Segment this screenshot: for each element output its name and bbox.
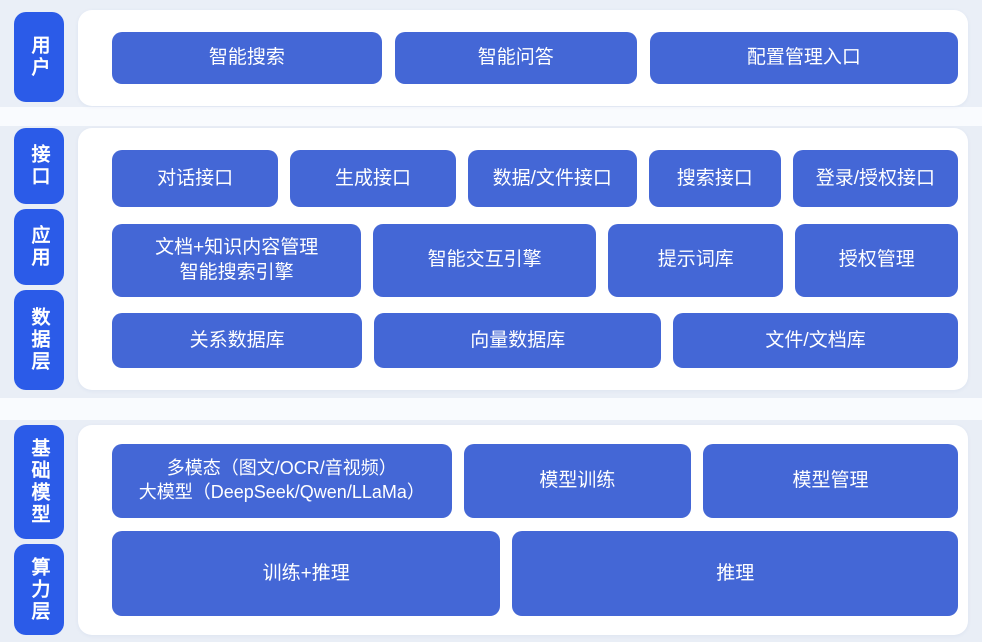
layer-section-middle: 接口 应用 数据层 对话接口 生成接口 数据/文件接口 搜索接口 登录/授权接口…	[0, 128, 982, 390]
block-authorization-management: 授权管理	[795, 223, 959, 297]
user-layer-row: 智能搜索 智能问答 配置管理入口	[112, 32, 958, 84]
block-smart-search: 智能搜索	[112, 32, 382, 84]
block-multimodal-large-model: 多模态（图文/OCR/音视频） 大模型（DeepSeek/Qwen/LLaMa）	[112, 444, 452, 518]
data-layer-row: 关系数据库 向量数据库 文件/文档库	[112, 313, 958, 368]
block-model-management: 模型管理	[703, 444, 958, 518]
compute-layer-row: 训练+推理 推理	[112, 531, 958, 616]
application-layer-row: 文档+知识内容管理 智能搜索引擎 智能交互引擎 提示词库 授权管理	[112, 223, 959, 297]
block-inference: 推理	[512, 531, 958, 616]
block-model-training: 模型训练	[463, 444, 692, 518]
layer-label-rail: 基础模型 算力层	[14, 425, 64, 635]
block-file-document-store: 文件/文档库	[673, 313, 958, 368]
block-config-management-entry: 配置管理入口	[649, 32, 958, 84]
layer-label-rail: 用户	[14, 10, 64, 106]
layer-label-foundation-model: 基础模型	[14, 425, 64, 540]
layer-label-compute: 算力层	[14, 544, 64, 635]
block-dialog-api: 对话接口	[112, 150, 279, 207]
middle-layers-panel: 对话接口 生成接口 数据/文件接口 搜索接口 登录/授权接口 文档+知识内容管理…	[78, 128, 968, 390]
layer-label-application: 应用	[14, 209, 64, 286]
foundation-model-row: 多模态（图文/OCR/音视频） 大模型（DeepSeek/Qwen/LLaMa）…	[112, 444, 958, 518]
layer-label-data: 数据层	[14, 290, 64, 390]
layer-label-rail: 接口 应用 数据层	[14, 128, 64, 390]
block-training-plus-inference: 训练+推理	[112, 531, 501, 616]
layer-label-user: 用户	[14, 12, 64, 102]
block-smart-qa: 智能问答	[394, 32, 637, 84]
interface-layer-row: 对话接口 生成接口 数据/文件接口 搜索接口 登录/授权接口	[112, 150, 959, 207]
layer-section-bottom: 基础模型 算力层 多模态（图文/OCR/音视频） 大模型（DeepSeek/Qw…	[0, 425, 982, 635]
block-search-api: 搜索接口	[648, 150, 781, 207]
user-layer-panel: 智能搜索 智能问答 配置管理入口	[78, 10, 968, 106]
layer-label-interface: 接口	[14, 128, 64, 205]
block-intelligent-interaction-engine: 智能交互引擎	[373, 223, 597, 297]
block-data-file-api: 数据/文件接口	[467, 150, 637, 207]
block-login-auth-api: 登录/授权接口	[792, 150, 959, 207]
bottom-layers-panel: 多模态（图文/OCR/音视频） 大模型（DeepSeek/Qwen/LLaMa）…	[78, 425, 968, 635]
block-prompt-library: 提示词库	[608, 223, 784, 297]
block-doc-knowledge-management-search-engine: 文档+知识内容管理 智能搜索引擎	[112, 223, 362, 297]
block-relational-database: 关系数据库	[112, 313, 363, 368]
block-generation-api: 生成接口	[290, 150, 456, 207]
layer-section-user: 用户 智能搜索 智能问答 配置管理入口	[0, 10, 982, 106]
block-vector-database: 向量数据库	[374, 313, 662, 368]
